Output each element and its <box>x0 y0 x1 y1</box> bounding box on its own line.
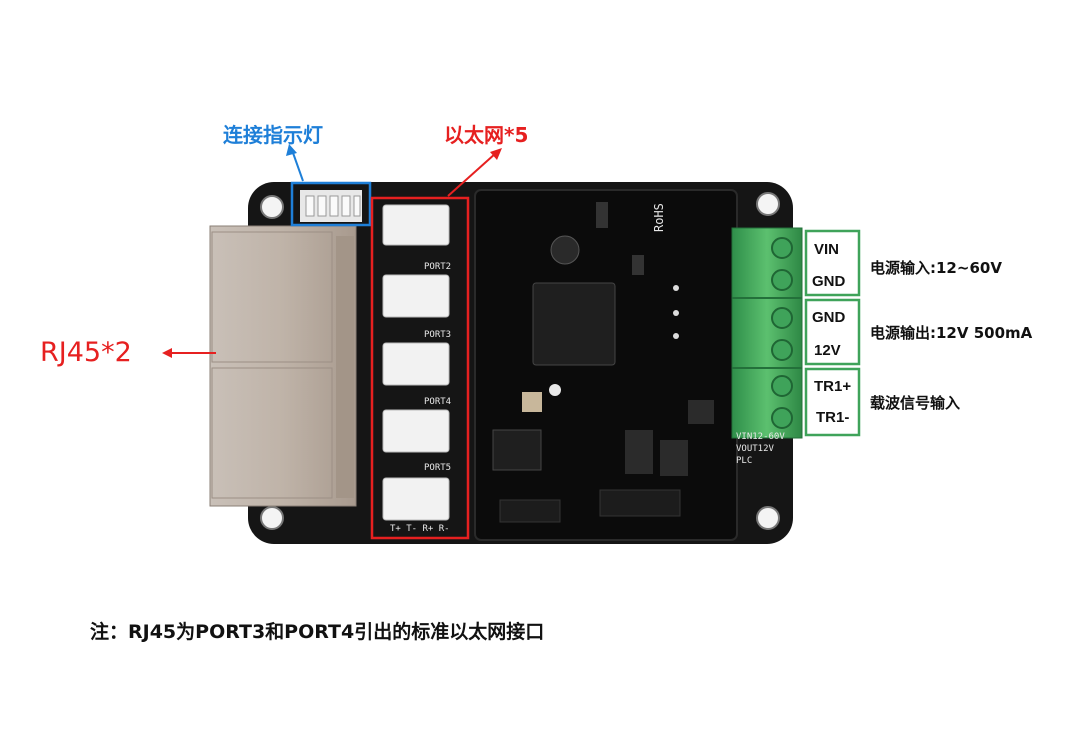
plc-module <box>474 189 738 541</box>
pin-tr1-minus: TR1- <box>816 409 850 426</box>
ethernet-highlight-box <box>370 196 470 540</box>
mounting-hole <box>260 195 284 219</box>
rj45-label: RJ45*2 <box>40 337 132 368</box>
pin-label-frames <box>804 229 861 437</box>
port5-silk: PORT5 <box>424 463 452 473</box>
led-highlight-box <box>290 181 372 227</box>
annotation-arrows <box>162 144 502 358</box>
mounting-hole <box>756 506 780 530</box>
power-output-label: 电源输出:12V 500mA <box>870 324 1033 342</box>
mounting-hole <box>260 506 284 530</box>
port3-silk: PORT3 <box>424 330 452 340</box>
carrier-input-label: 载波信号输入 <box>870 394 961 412</box>
footnote: 注：RJ45为PORT3和PORT4引出的标准以太网接口 <box>90 621 545 643</box>
pin-gnd-in: GND <box>812 273 846 290</box>
pin-gnd-out: GND <box>812 309 846 326</box>
power-input-label: 电源输入:12~60V <box>870 259 1002 277</box>
pin-vin: VIN <box>814 241 840 258</box>
vin-silk: VIN12-60V <box>736 432 785 442</box>
pin-12v: 12V <box>814 342 841 359</box>
pin-tr1-plus: TR1+ <box>814 378 852 395</box>
mounting-hole <box>756 192 780 216</box>
rohs-silk: RoHS <box>652 203 666 232</box>
connection-led-label: 连接指示灯 <box>223 123 323 147</box>
terminal-block <box>731 227 803 439</box>
rj45-connector <box>209 225 357 507</box>
port-pins-silk: T+ T- R+ R- <box>390 524 450 534</box>
plc-silk: PLC <box>736 456 753 466</box>
ethernet-headers <box>382 204 450 521</box>
led-strip <box>300 190 362 222</box>
ethernet-label: 以太网*5 <box>444 123 529 147</box>
vout-silk: VOUT12V <box>736 444 774 454</box>
port4-silk: PORT4 <box>424 397 452 407</box>
port2-silk: PORT2 <box>424 262 452 272</box>
